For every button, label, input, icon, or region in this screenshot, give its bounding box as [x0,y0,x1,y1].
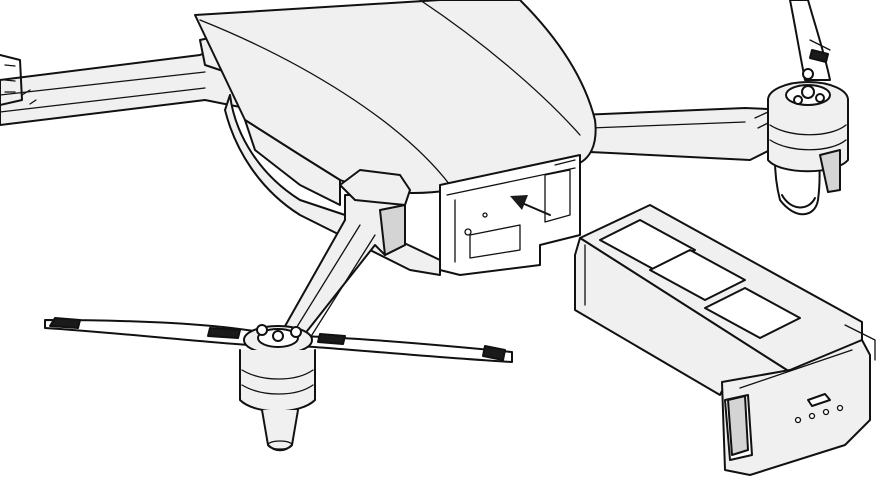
insert-arrow-icon [510,195,551,216]
bottom-left-propeller-assembly [44,317,513,452]
motor-icon [239,324,316,452]
top-right-propeller-assembly [767,0,849,216]
front-left-arm [279,169,411,341]
battery-icon [574,204,876,476]
top-right-arm [579,107,791,161]
motor-icon [767,68,849,193]
